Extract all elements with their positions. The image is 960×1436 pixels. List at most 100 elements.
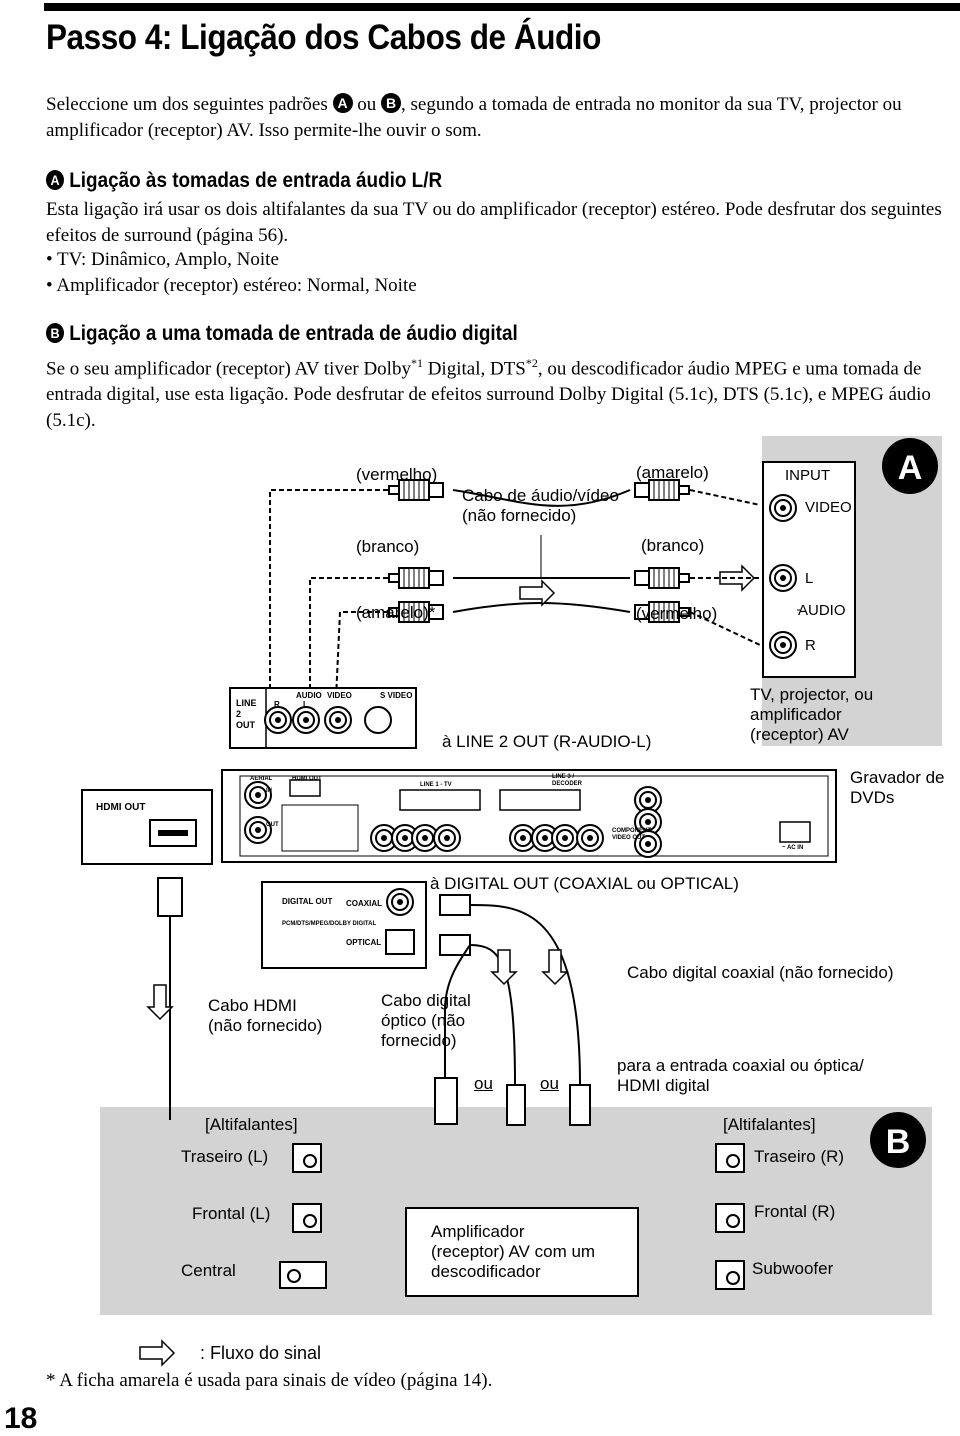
badge-b-icon: B bbox=[46, 323, 64, 343]
scart-line3 bbox=[499, 789, 581, 811]
label-amarelo-right: (amarelo) bbox=[636, 463, 709, 482]
hdmi-plug-amp-icon bbox=[434, 1077, 458, 1125]
aerial-out-jack bbox=[244, 816, 272, 844]
label-video: VIDEO bbox=[805, 499, 852, 516]
intro-paragraph: Seleccione um dos seguintes padrões A ou… bbox=[46, 92, 960, 144]
label-rear-ac: ~ AC IN bbox=[782, 845, 804, 851]
page-title: Passo 4: Ligação dos Cabos de Áudio bbox=[46, 18, 601, 57]
badge-a-icon: A bbox=[332, 93, 353, 113]
legend-text: : Fluxo do sinal bbox=[200, 1343, 322, 1363]
section-a-bullet-2: • Amplificador (receptor) estéreo: Norma… bbox=[46, 275, 417, 296]
panel-a-letter: A bbox=[898, 449, 923, 487]
label-altifalantes-left: [Altifalantes] bbox=[205, 1115, 298, 1134]
label-entrada: para a entrada coaxial ou óptica/ HDMI d… bbox=[617, 1056, 864, 1095]
label-rear-hdmi: HDMI OUT bbox=[292, 776, 322, 782]
label-zoom-pcm: PCM/DTS/MPEG/DOLBY DIGITAL bbox=[282, 921, 377, 927]
optical-port bbox=[385, 929, 415, 955]
line2-svideo-jack bbox=[364, 706, 392, 734]
hdmi-plug-icon bbox=[157, 877, 183, 917]
tv-video-jack bbox=[769, 494, 797, 522]
coaxial-jack bbox=[386, 888, 414, 916]
label-amplifier: Amplificador (receptor) AV com um descod… bbox=[431, 1222, 596, 1281]
aerial-in-jack bbox=[244, 781, 272, 809]
label-audio: AUDIO bbox=[798, 602, 846, 619]
badge-a-icon: A bbox=[46, 170, 64, 190]
label-altifalantes-right: [Altifalantes] bbox=[723, 1115, 816, 1134]
section-b-heading: B Ligação a uma tomada de entrada de áud… bbox=[46, 322, 518, 346]
section-a-bullet-1: • TV: Dinâmico, Amplo, Noite bbox=[46, 249, 279, 270]
label-branco-right: (branco) bbox=[641, 536, 705, 555]
label-line2-video: VIDEO bbox=[327, 691, 352, 700]
speaker-front-left-icon bbox=[292, 1203, 322, 1233]
rca-plug-white-right bbox=[634, 567, 690, 589]
tv-audio-l-jack bbox=[769, 564, 797, 592]
label-frontal-r: Frontal (R) bbox=[754, 1202, 836, 1221]
label-l: L bbox=[805, 570, 814, 587]
legend-arrow-icon bbox=[139, 1340, 175, 1366]
label-optical-cable: Cabo digital óptico (não fornecido) bbox=[381, 991, 471, 1050]
label-zoom-digital-out: DIGITAL OUT bbox=[282, 897, 333, 906]
signal-flow-arrow-icon bbox=[147, 984, 173, 1020]
speaker-rear-right-icon bbox=[715, 1143, 745, 1173]
section-b-heading-text: Ligação a uma tomada de entrada de áudio… bbox=[69, 322, 518, 345]
panel-a-badge-icon bbox=[882, 438, 938, 494]
amplifier-box bbox=[405, 1207, 639, 1297]
label-line2-r: R bbox=[274, 700, 280, 709]
intro-text-3: , segundo a tomada de entrada no monitor… bbox=[46, 94, 902, 141]
section-b-text: Se o seu amplificador (receptor) AV tive… bbox=[46, 356, 931, 432]
label-vermelho-right: (vermelho) bbox=[636, 604, 718, 623]
speaker-front-right-icon bbox=[715, 1203, 745, 1233]
line2-audio-r-jack bbox=[264, 706, 292, 734]
footnote: * A ficha amarela é usada para sinais de… bbox=[46, 1370, 493, 1391]
label-input: INPUT bbox=[785, 467, 830, 484]
scart-line1 bbox=[399, 789, 481, 811]
header-rule bbox=[44, 3, 960, 11]
label-vermelho-top: (vermelho) bbox=[356, 465, 438, 484]
label-gravador: Gravador de DVDs bbox=[850, 768, 945, 807]
line2-video-jack bbox=[324, 706, 352, 734]
signal-flow-arrow-icon bbox=[542, 949, 568, 985]
label-subwoofer: Subwoofer bbox=[752, 1259, 834, 1278]
label-hdmi-cable: Cabo HDMI (não fornecido) bbox=[208, 996, 323, 1035]
rca-plug-yellow-right bbox=[634, 479, 690, 501]
label-digital-out: à DIGITAL OUT (COAXIAL ou OPTICAL) bbox=[430, 874, 739, 893]
label-rear-aerial: AERIAL bbox=[250, 776, 273, 782]
label-rear-line1: LINE 1 - TV bbox=[420, 782, 452, 788]
label-traseiro-l: Traseiro (L) bbox=[181, 1147, 269, 1166]
ac-in-socket bbox=[779, 821, 811, 843]
signal-flow-arrow-icon bbox=[519, 580, 555, 606]
label-line2-svideo: S VIDEO bbox=[380, 691, 413, 700]
panel-b-badge-icon bbox=[870, 1112, 926, 1168]
intro-text-2: ou bbox=[352, 94, 382, 115]
tv-audio-r-jack bbox=[769, 631, 797, 659]
label-rear-out: OUT bbox=[266, 822, 279, 828]
speaker-rear-left-icon bbox=[292, 1143, 322, 1173]
label-traseiro-r: Traseiro (R) bbox=[754, 1147, 845, 1166]
label-line2out: à LINE 2 OUT (R-AUDIO-L) bbox=[442, 732, 652, 751]
label-frontal-l: Frontal (L) bbox=[192, 1204, 271, 1223]
label-rear-in: IN bbox=[266, 788, 272, 794]
label-av-cable: Cabo de áudio/vídeo (não fornecido) bbox=[462, 486, 619, 525]
badge-b-icon: B bbox=[381, 93, 402, 113]
label-hdmi-out: HDMI OUT bbox=[96, 802, 146, 813]
label-coax-cable: Cabo digital coaxial (não fornecido) bbox=[627, 963, 894, 982]
section-a-text: Esta ligação irá usar os dois altifalant… bbox=[46, 199, 942, 246]
rear-hdmi-port bbox=[289, 779, 321, 797]
label-amarelo-star: (amarelo)* bbox=[356, 603, 436, 622]
label-ou-2: ou bbox=[540, 1074, 559, 1093]
label-line2-panel: LINE 2 OUT bbox=[236, 698, 257, 730]
coaxial-plug-icon bbox=[439, 894, 471, 916]
page-number: 18 bbox=[4, 1402, 38, 1435]
label-branco-left: (branco) bbox=[356, 537, 420, 556]
label-r: R bbox=[805, 637, 816, 654]
label-ou-1: ou bbox=[474, 1074, 493, 1093]
label-zoom-optical: OPTICAL bbox=[346, 938, 382, 947]
speaker-center-icon bbox=[279, 1261, 327, 1289]
panel-b-letter: B bbox=[886, 1123, 911, 1161]
section-a-heading: A Ligação às tomadas de entrada áudio L/… bbox=[46, 169, 442, 193]
intro-text-1: Seleccione um dos seguintes padrões bbox=[46, 94, 333, 115]
speaker-subwoofer-icon bbox=[715, 1260, 745, 1290]
section-a-heading-text: Ligação às tomadas de entrada áudio L/R bbox=[69, 169, 443, 192]
label-line2-audio: AUDIO bbox=[296, 691, 322, 700]
